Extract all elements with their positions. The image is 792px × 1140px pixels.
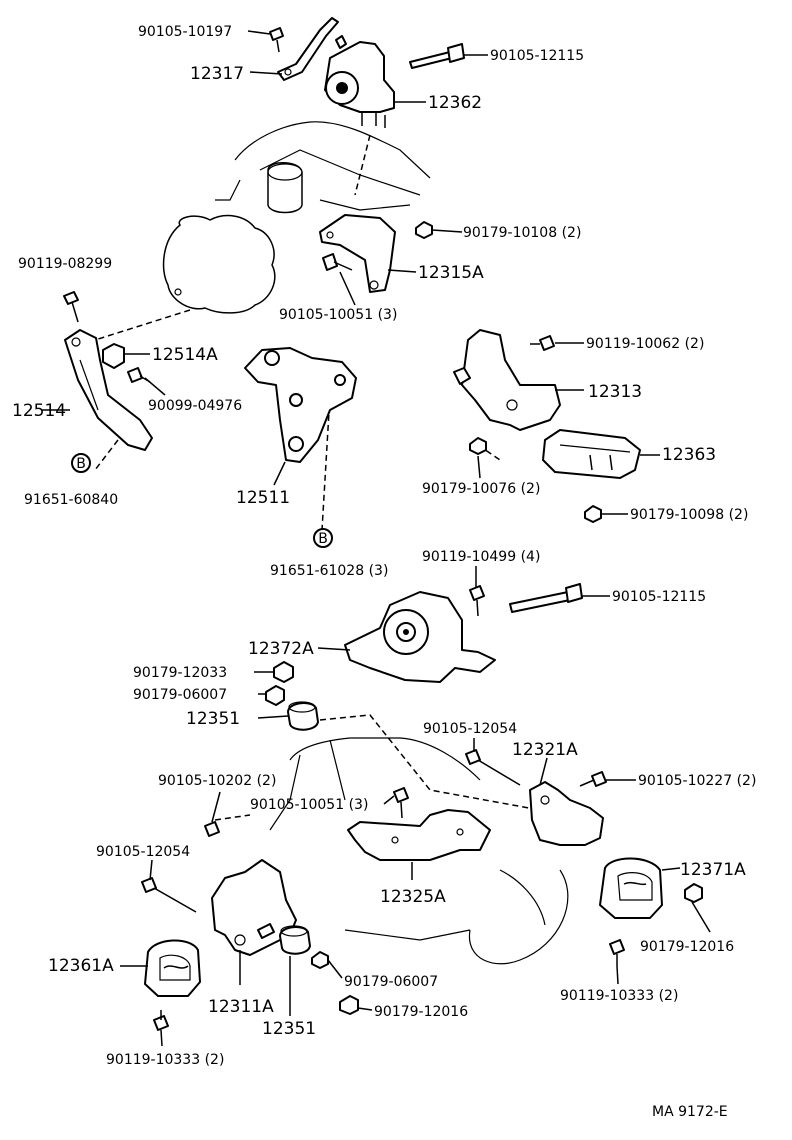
label-12315a: 12315A bbox=[418, 263, 484, 283]
leader-lines bbox=[42, 30, 711, 1047]
label-12514: 12514 bbox=[12, 401, 66, 421]
bracket-12321a-icon bbox=[529, 781, 604, 846]
label-12371a: 12371A bbox=[680, 860, 746, 880]
label-90105-12054-a: 90105-12054 bbox=[423, 721, 517, 737]
label-12361a: 12361A bbox=[48, 956, 114, 976]
mount-12372a-icon bbox=[344, 591, 496, 683]
label-90105-10051-b: 90105-10051 (3) bbox=[250, 797, 368, 813]
bolt-90105-10197-icon bbox=[269, 27, 284, 53]
bushing-12351-b-icon bbox=[279, 925, 311, 955]
bolt-90099-04976-icon bbox=[127, 367, 151, 383]
figure-code: MA 9172-E bbox=[652, 1104, 728, 1120]
bolt-90119-08299-icon bbox=[63, 291, 79, 323]
nut-90179-06007-a-icon bbox=[265, 685, 285, 706]
label-90105-10051-a: 90105-10051 (3) bbox=[279, 307, 397, 323]
label-90179-10076: 90179-10076 (2) bbox=[422, 481, 540, 497]
label-90179-10098: 90179-10098 (2) bbox=[630, 507, 748, 523]
bolt-90105-10051-b-icon bbox=[393, 787, 409, 819]
bolt-90105-12054-a-icon bbox=[465, 749, 521, 786]
plate-12325a-icon bbox=[347, 809, 491, 861]
nut-90179-10108-icon bbox=[415, 221, 433, 239]
bracket-12511-icon bbox=[244, 347, 357, 463]
rod-12514-icon bbox=[64, 329, 153, 451]
bolt-90105-10227-icon bbox=[579, 771, 607, 787]
engine-outline-upper bbox=[162, 121, 431, 314]
spacer-12514a-icon bbox=[102, 343, 125, 369]
mount-12361a-icon bbox=[144, 939, 201, 997]
marker-b-1-icon bbox=[71, 453, 91, 473]
label-90105-10197: 90105-10197 bbox=[138, 24, 232, 40]
label-91651-60840: 91651-60840 bbox=[24, 492, 118, 508]
nut-90179-12016-a-icon bbox=[684, 883, 703, 903]
bolt-90105-12115-top-icon bbox=[409, 43, 465, 69]
nut-90179-12016-b-icon bbox=[339, 995, 359, 1015]
label-90179-06007-b: 90179-06007 bbox=[344, 974, 438, 990]
engine-outline-lower bbox=[269, 737, 569, 965]
label-12351-a: 12351 bbox=[186, 709, 240, 729]
bracket-12315a-icon bbox=[319, 214, 396, 293]
label-90119-10499: 90119-10499 (4) bbox=[422, 549, 540, 565]
label-90179-12016-b: 90179-12016 bbox=[374, 1004, 468, 1020]
label-12321a: 12321A bbox=[512, 740, 578, 760]
label-12317: 12317 bbox=[190, 64, 244, 84]
nut-90179-10076-icon bbox=[469, 437, 487, 455]
bolt-90105-12115-mid-icon bbox=[509, 583, 583, 613]
label-12311a: 12311A bbox=[208, 997, 274, 1017]
label-90179-10108: 90179-10108 (2) bbox=[463, 225, 581, 241]
label-12313: 12313 bbox=[588, 382, 642, 402]
stay-12317-icon bbox=[277, 17, 339, 81]
label-12363: 12363 bbox=[662, 445, 716, 465]
nut-90179-10098-icon bbox=[584, 505, 602, 523]
label-90119-08299: 90119-08299 bbox=[18, 256, 112, 272]
label-90179-06007-a: 90179-06007 bbox=[133, 687, 227, 703]
label-90105-12054-b: 90105-12054 bbox=[96, 844, 190, 860]
bolt-90119-10062-icon bbox=[530, 335, 555, 351]
mount-12363-icon bbox=[542, 429, 641, 479]
label-90099-04976: 90099-04976 bbox=[148, 398, 242, 414]
nut-90179-12033-icon bbox=[273, 661, 294, 683]
marker-b-2-text: B bbox=[318, 531, 328, 547]
label-90119-10333-a: 90119-10333 (2) bbox=[560, 988, 678, 1004]
bolt-90105-12054-b-icon bbox=[141, 877, 197, 913]
label-90179-12016-a: 90179-12016 bbox=[640, 939, 734, 955]
label-12325a: 12325A bbox=[380, 887, 446, 907]
label-90119-10062: 90119-10062 (2) bbox=[586, 336, 704, 352]
bolt-90119-10333-b-icon bbox=[153, 1010, 169, 1031]
label-12372a: 12372A bbox=[248, 639, 314, 659]
bolt-90105-10202-icon bbox=[204, 821, 220, 837]
label-12351-b: 12351 bbox=[262, 1019, 316, 1039]
label-12362: 12362 bbox=[428, 93, 482, 113]
bolt-90105-10051-a-icon bbox=[322, 253, 353, 271]
label-90105-10227: 90105-10227 (2) bbox=[638, 773, 756, 789]
bolt-90119-10333-a-icon bbox=[609, 939, 625, 966]
nut-90179-06007-b-icon bbox=[311, 951, 329, 969]
bolt-90119-10499-icon bbox=[469, 585, 485, 617]
label-90105-12115-mid: 90105-12115 bbox=[612, 589, 706, 605]
label-90179-12033: 90179-12033 bbox=[133, 665, 227, 681]
bushing-12351-a-icon bbox=[287, 701, 319, 731]
mount-12362-icon bbox=[324, 35, 395, 128]
label-91651-61028: 91651-61028 (3) bbox=[270, 563, 388, 579]
label-12511: 12511 bbox=[236, 488, 290, 508]
marker-b-1-text: B bbox=[76, 456, 86, 472]
label-12514a: 12514A bbox=[152, 345, 218, 365]
bracket-12313-icon bbox=[453, 329, 561, 431]
label-90105-12115-top: 90105-12115 bbox=[490, 48, 584, 64]
label-90119-10333-b: 90119-10333 (2) bbox=[106, 1052, 224, 1068]
mount-12371a-icon bbox=[599, 857, 663, 919]
marker-b-2-icon bbox=[313, 528, 333, 548]
label-90105-10202: 90105-10202 (2) bbox=[158, 773, 276, 789]
